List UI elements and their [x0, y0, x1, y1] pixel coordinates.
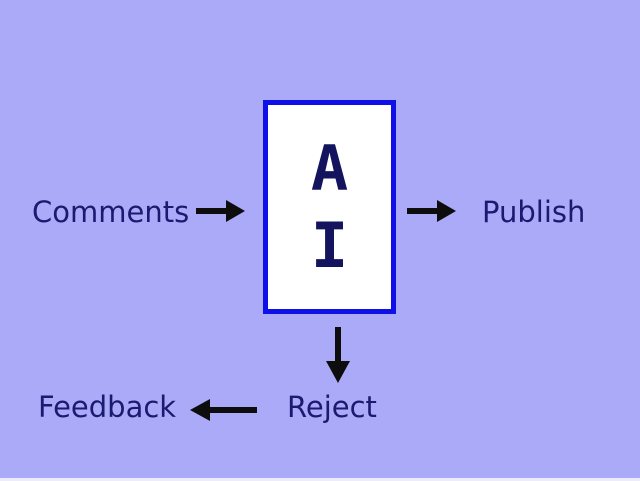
arrow-down-icon [326, 327, 350, 383]
ai-box: A I [263, 100, 396, 314]
bottom-edge-strip [0, 478, 640, 481]
reject-label: Reject [287, 390, 377, 424]
comments-label: Comments [32, 195, 190, 229]
arrow-right-icon [407, 200, 456, 222]
arrow-left-icon [190, 399, 257, 421]
arrow-right-icon [196, 200, 245, 222]
ai-letter-i: I [310, 208, 349, 282]
feedback-label: Feedback [38, 390, 177, 424]
ai-letter-a: A [310, 131, 349, 205]
publish-label: Publish [482, 195, 586, 229]
